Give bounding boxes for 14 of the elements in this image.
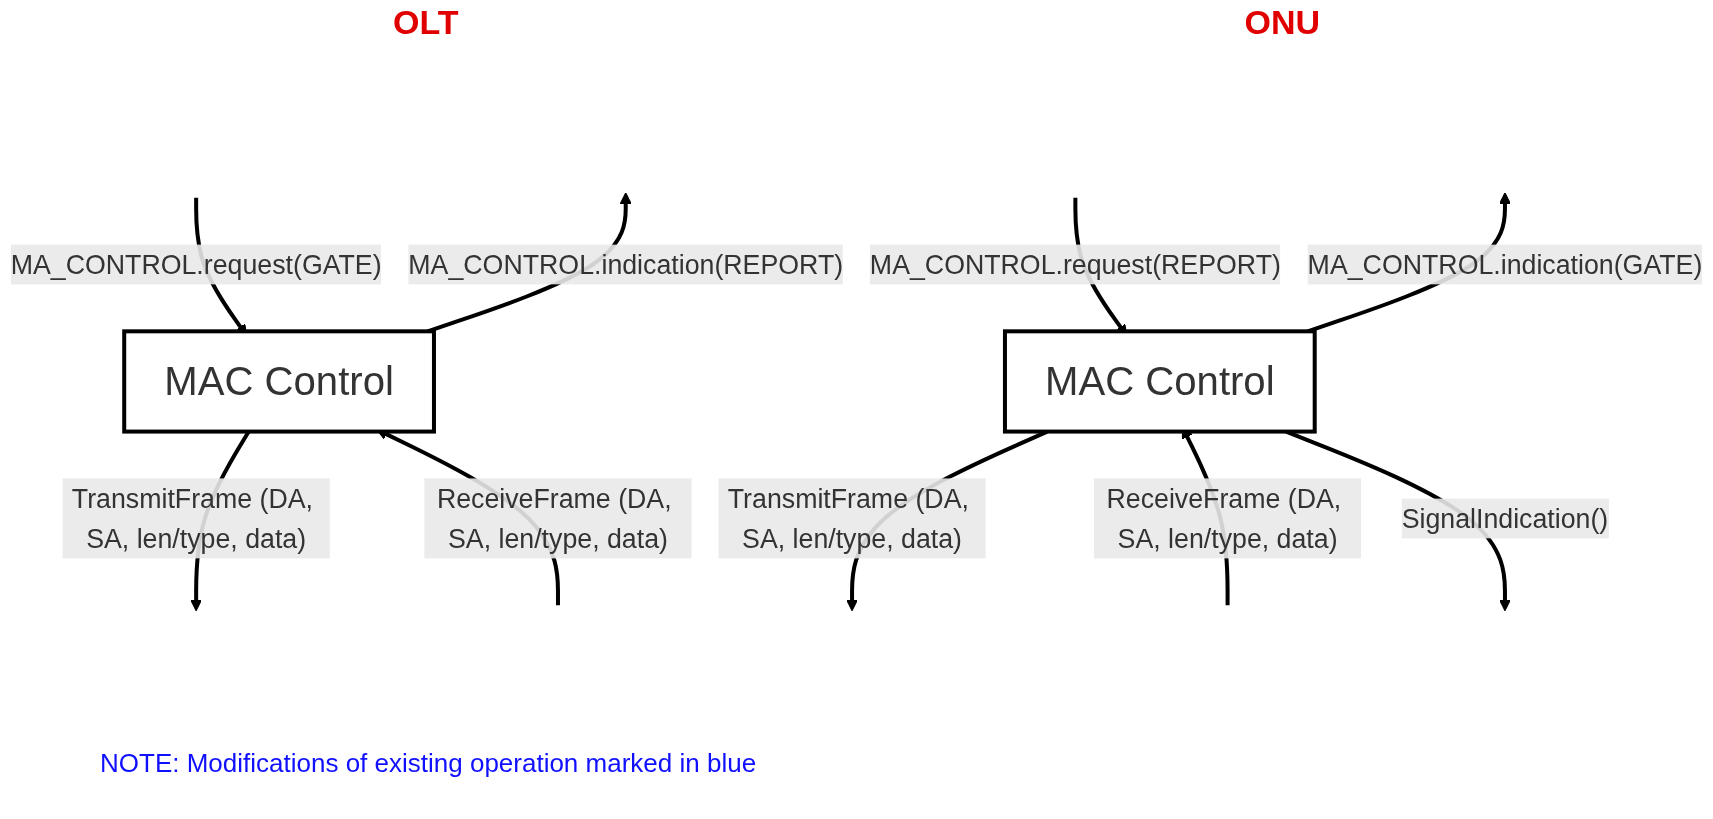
edge-label: MA_CONTROL.indication(REPORT) (408, 249, 844, 280)
side-heading: OLT (393, 2, 459, 42)
node-box: MAC Control (122, 329, 436, 434)
edge-label: ReceiveFrame (DA, SA, len/type, data) (436, 483, 672, 554)
edge-label: MA_CONTROL.request(REPORT) (869, 249, 1281, 280)
edge-label: TransmitFrame (DA, SA, len/type, data) (71, 483, 313, 554)
edge-label: MA_CONTROL.indication(GATE) (1307, 249, 1703, 280)
edge-label: TransmitFrame (DA, SA, len/type, data) (727, 483, 969, 554)
side-heading: ONU (1244, 2, 1320, 42)
edge-label: ReceiveFrame (DA, SA, len/type, data) (1106, 483, 1342, 554)
edge-label: MA_CONTROL.request(GATE) (10, 249, 382, 280)
note-text: NOTE: Modifications of existing operation marked in blue (100, 748, 757, 779)
node-box: MAC Control (1002, 329, 1317, 434)
edge-label: SignalIndication() (1401, 503, 1609, 534)
